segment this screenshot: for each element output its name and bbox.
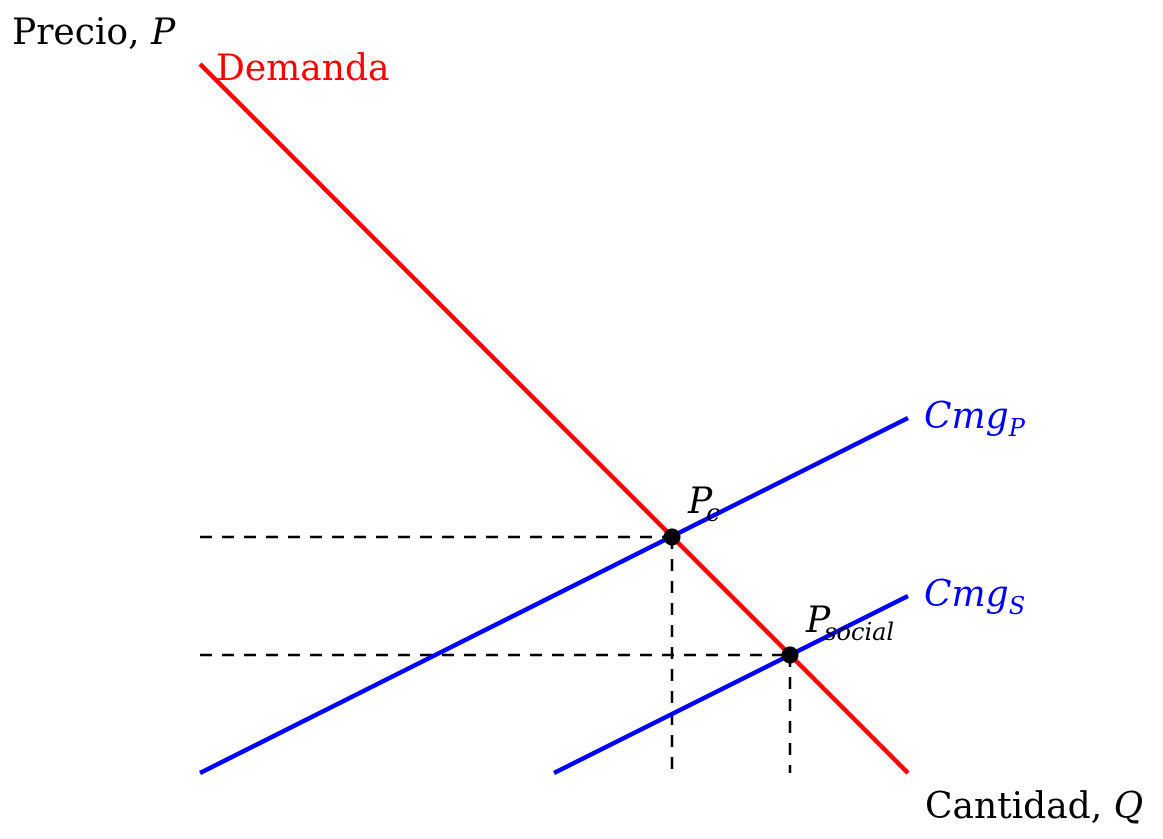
competitive-equilibrium-point [663, 528, 681, 546]
x-axis-label: Cantidad, Q [925, 786, 1143, 827]
competitive-point-label: Pc [687, 481, 720, 527]
y-axis-label: Precio, P [12, 12, 176, 53]
social-point-label: Psocial [805, 600, 894, 646]
social-equilibrium-point [781, 646, 799, 664]
guide-lines [200, 535, 792, 773]
cmg-private-curve [198, 415, 910, 776]
cmg-social-label: CmgS [924, 574, 1025, 620]
cmg-social-curve [552, 593, 910, 776]
demand-curve [198, 62, 910, 775]
cmg-private-label: CmgP [924, 396, 1026, 442]
demand-label: Demanda [216, 48, 389, 89]
